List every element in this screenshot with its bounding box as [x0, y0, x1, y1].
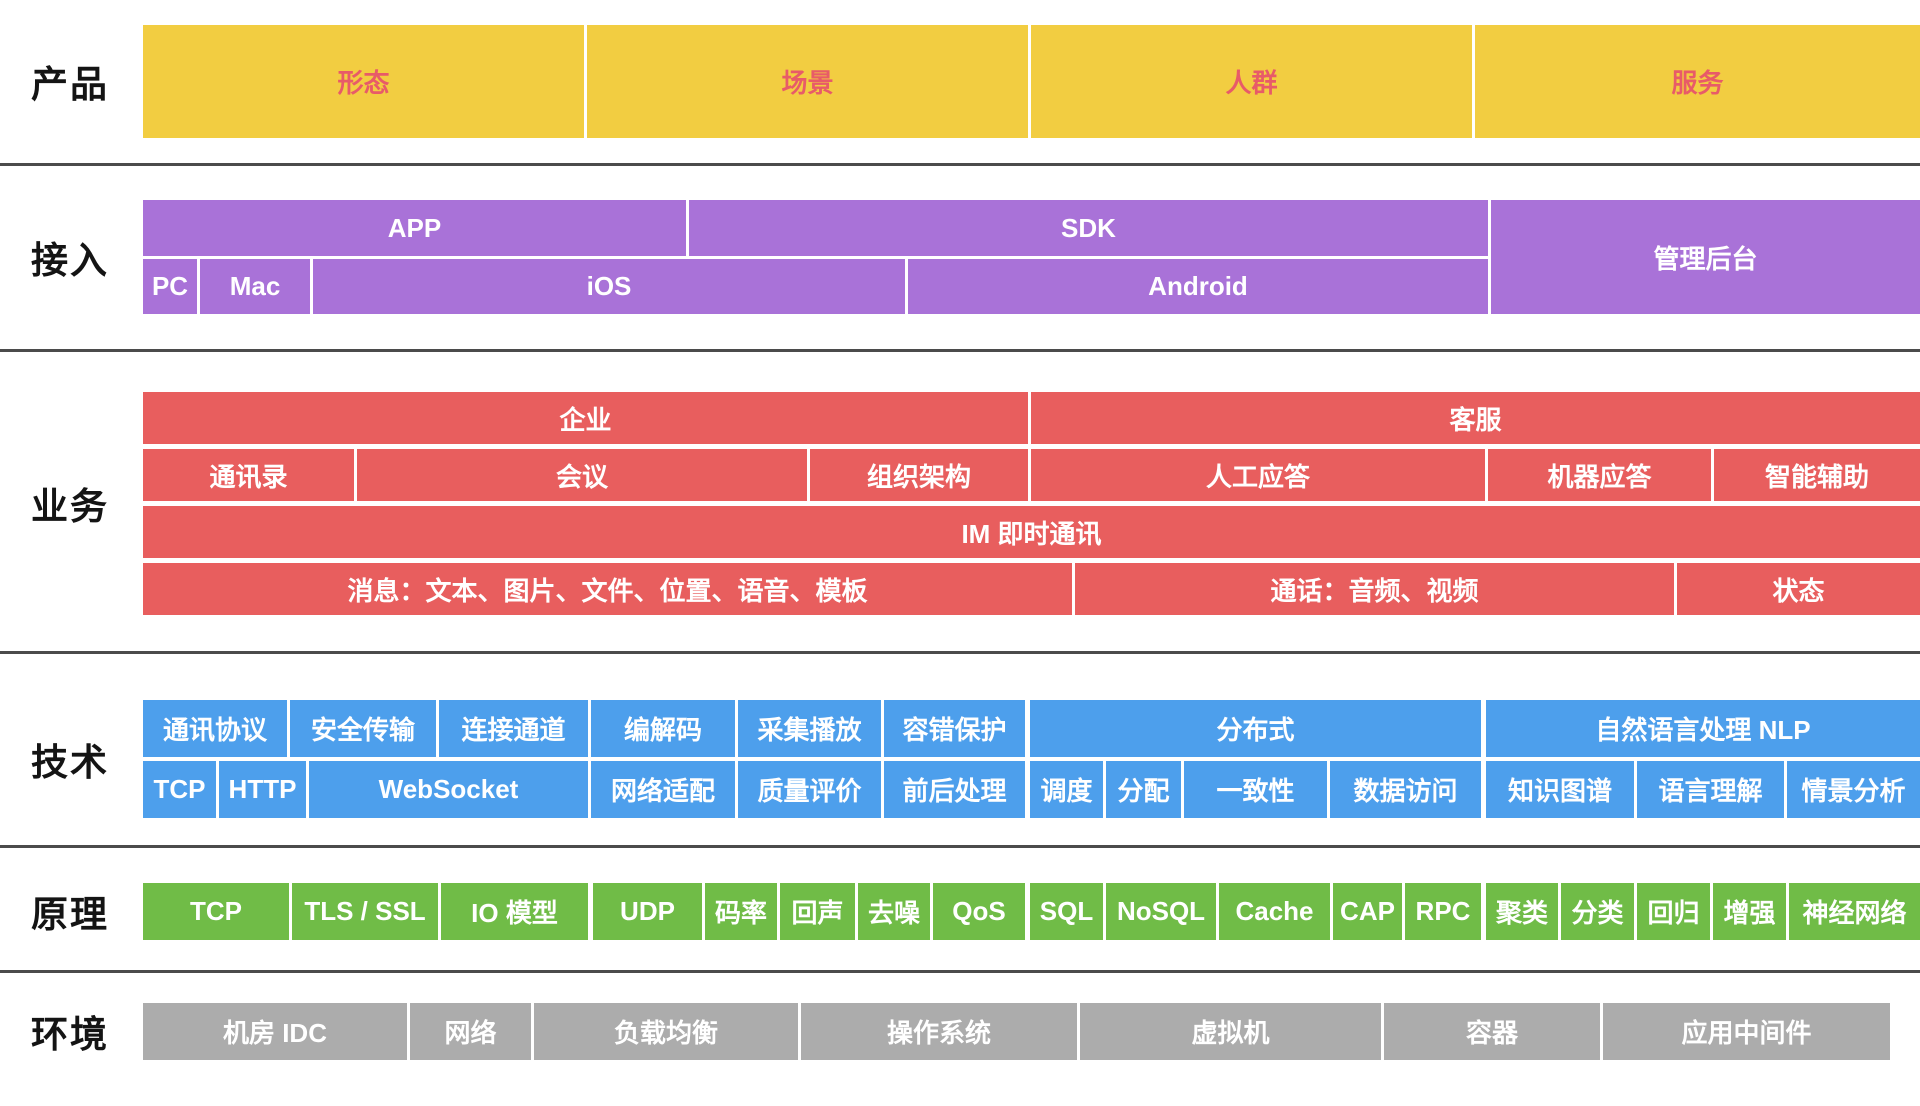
diagram-cell-business-11: 状态 [1677, 563, 1920, 615]
diagram-cell-business-5: 人工应答 [1031, 449, 1485, 501]
diagram-cell-business-4: 组织架构 [810, 449, 1028, 501]
diagram-cell-technology-17: 数据访问 [1330, 761, 1481, 818]
diagram-cell-environment-4: 虚拟机 [1080, 1003, 1381, 1060]
diagram-cell-principle-13: 聚类 [1486, 883, 1558, 940]
diagram-cell-principle-12: RPC [1405, 883, 1481, 940]
diagram-cell-environment-5: 容器 [1384, 1003, 1600, 1060]
section-label-principle: 原理 [31, 894, 109, 935]
diagram-cell-access-3: PC [143, 259, 197, 314]
diagram-cell-product-1: 场景 [587, 25, 1028, 138]
section-label-access: 接入 [31, 240, 109, 281]
diagram-cell-principle-15: 回归 [1637, 883, 1710, 940]
diagram-cell-principle-9: NoSQL [1106, 883, 1216, 940]
separator-line-5 [0, 970, 1920, 973]
diagram-cell-technology-12: 质量评价 [738, 761, 881, 818]
diagram-cell-principle-7: QoS [933, 883, 1025, 940]
diagram-cell-technology-16: 一致性 [1184, 761, 1327, 818]
diagram-cell-technology-9: HTTP [219, 761, 306, 818]
diagram-cell-technology-14: 调度 [1030, 761, 1103, 818]
diagram-cell-environment-2: 负载均衡 [534, 1003, 798, 1060]
diagram-cell-business-8: IM 即时通讯 [143, 506, 1920, 558]
diagram-cell-principle-2: IO 模型 [441, 883, 588, 940]
diagram-cell-technology-13: 前后处理 [884, 761, 1025, 818]
diagram-cell-technology-3: 编解码 [591, 700, 735, 757]
diagram-cell-access-5: iOS [313, 259, 905, 314]
separator-line-4 [0, 845, 1920, 848]
diagram-cell-technology-15: 分配 [1106, 761, 1181, 818]
section-label-product: 产品 [31, 64, 109, 105]
diagram-cell-access-2: 管理后台 [1491, 200, 1920, 314]
diagram-cell-principle-0: TCP [143, 883, 289, 940]
diagram-cell-business-2: 通讯录 [143, 449, 354, 501]
diagram-cell-principle-1: TLS / SSL [292, 883, 438, 940]
diagram-cell-principle-5: 回声 [780, 883, 855, 940]
section-label-technology: 技术 [31, 742, 109, 783]
diagram-cell-technology-6: 分布式 [1030, 700, 1481, 757]
diagram-cell-business-1: 客服 [1031, 392, 1920, 444]
diagram-cell-technology-7: 自然语言处理 NLP [1486, 700, 1920, 757]
separator-line-2 [0, 349, 1920, 352]
diagram-cell-technology-2: 连接通道 [439, 700, 588, 757]
section-label-environment: 环境 [31, 1014, 109, 1055]
diagram-cell-environment-6: 应用中间件 [1603, 1003, 1890, 1060]
diagram-cell-environment-0: 机房 IDC [143, 1003, 407, 1060]
diagram-cell-product-2: 人群 [1031, 25, 1472, 138]
diagram-cell-principle-17: 神经网络 [1789, 883, 1920, 940]
diagram-cell-business-6: 机器应答 [1488, 449, 1711, 501]
diagram-cell-access-0: APP [143, 200, 686, 256]
diagram-cell-environment-3: 操作系统 [801, 1003, 1077, 1060]
diagram-cell-technology-10: WebSocket [309, 761, 588, 818]
diagram-cell-business-7: 智能辅助 [1714, 449, 1920, 501]
diagram-cell-principle-14: 分类 [1561, 883, 1634, 940]
diagram-cell-technology-1: 安全传输 [290, 700, 436, 757]
diagram-cell-access-6: Android [908, 259, 1488, 314]
diagram-cell-business-9: 消息：文本、图片、文件、位置、语音、模板 [143, 563, 1072, 615]
diagram-cell-principle-16: 增强 [1713, 883, 1786, 940]
diagram-cell-business-10: 通话：音频、视频 [1075, 563, 1674, 615]
diagram-cell-access-4: Mac [200, 259, 310, 314]
diagram-cell-business-3: 会议 [357, 449, 807, 501]
diagram-cell-environment-1: 网络 [410, 1003, 531, 1060]
diagram-cell-principle-8: SQL [1030, 883, 1103, 940]
diagram-cell-principle-10: Cache [1219, 883, 1330, 940]
diagram-cell-principle-3: UDP [593, 883, 702, 940]
diagram-cell-business-0: 企业 [143, 392, 1028, 444]
diagram-cell-technology-19: 语言理解 [1637, 761, 1784, 818]
separator-line-1 [0, 163, 1920, 166]
diagram-cell-principle-6: 去噪 [858, 883, 930, 940]
diagram-cell-principle-4: 码率 [705, 883, 777, 940]
diagram-cell-technology-11: 网络适配 [591, 761, 735, 818]
diagram-cell-technology-0: 通讯协议 [143, 700, 287, 757]
diagram-cell-access-1: SDK [689, 200, 1488, 256]
separator-line-3 [0, 651, 1920, 654]
diagram-cell-technology-5: 容错保护 [884, 700, 1025, 757]
diagram-cell-principle-11: CAP [1333, 883, 1402, 940]
diagram-cell-technology-4: 采集播放 [738, 700, 881, 757]
diagram-cell-technology-8: TCP [143, 761, 216, 818]
diagram-cell-product-3: 服务 [1475, 25, 1920, 138]
diagram-cell-technology-18: 知识图谱 [1486, 761, 1634, 818]
diagram-cell-technology-20: 情景分析 [1787, 761, 1920, 818]
diagram-cell-product-0: 形态 [143, 25, 584, 138]
section-label-business: 业务 [31, 486, 109, 527]
